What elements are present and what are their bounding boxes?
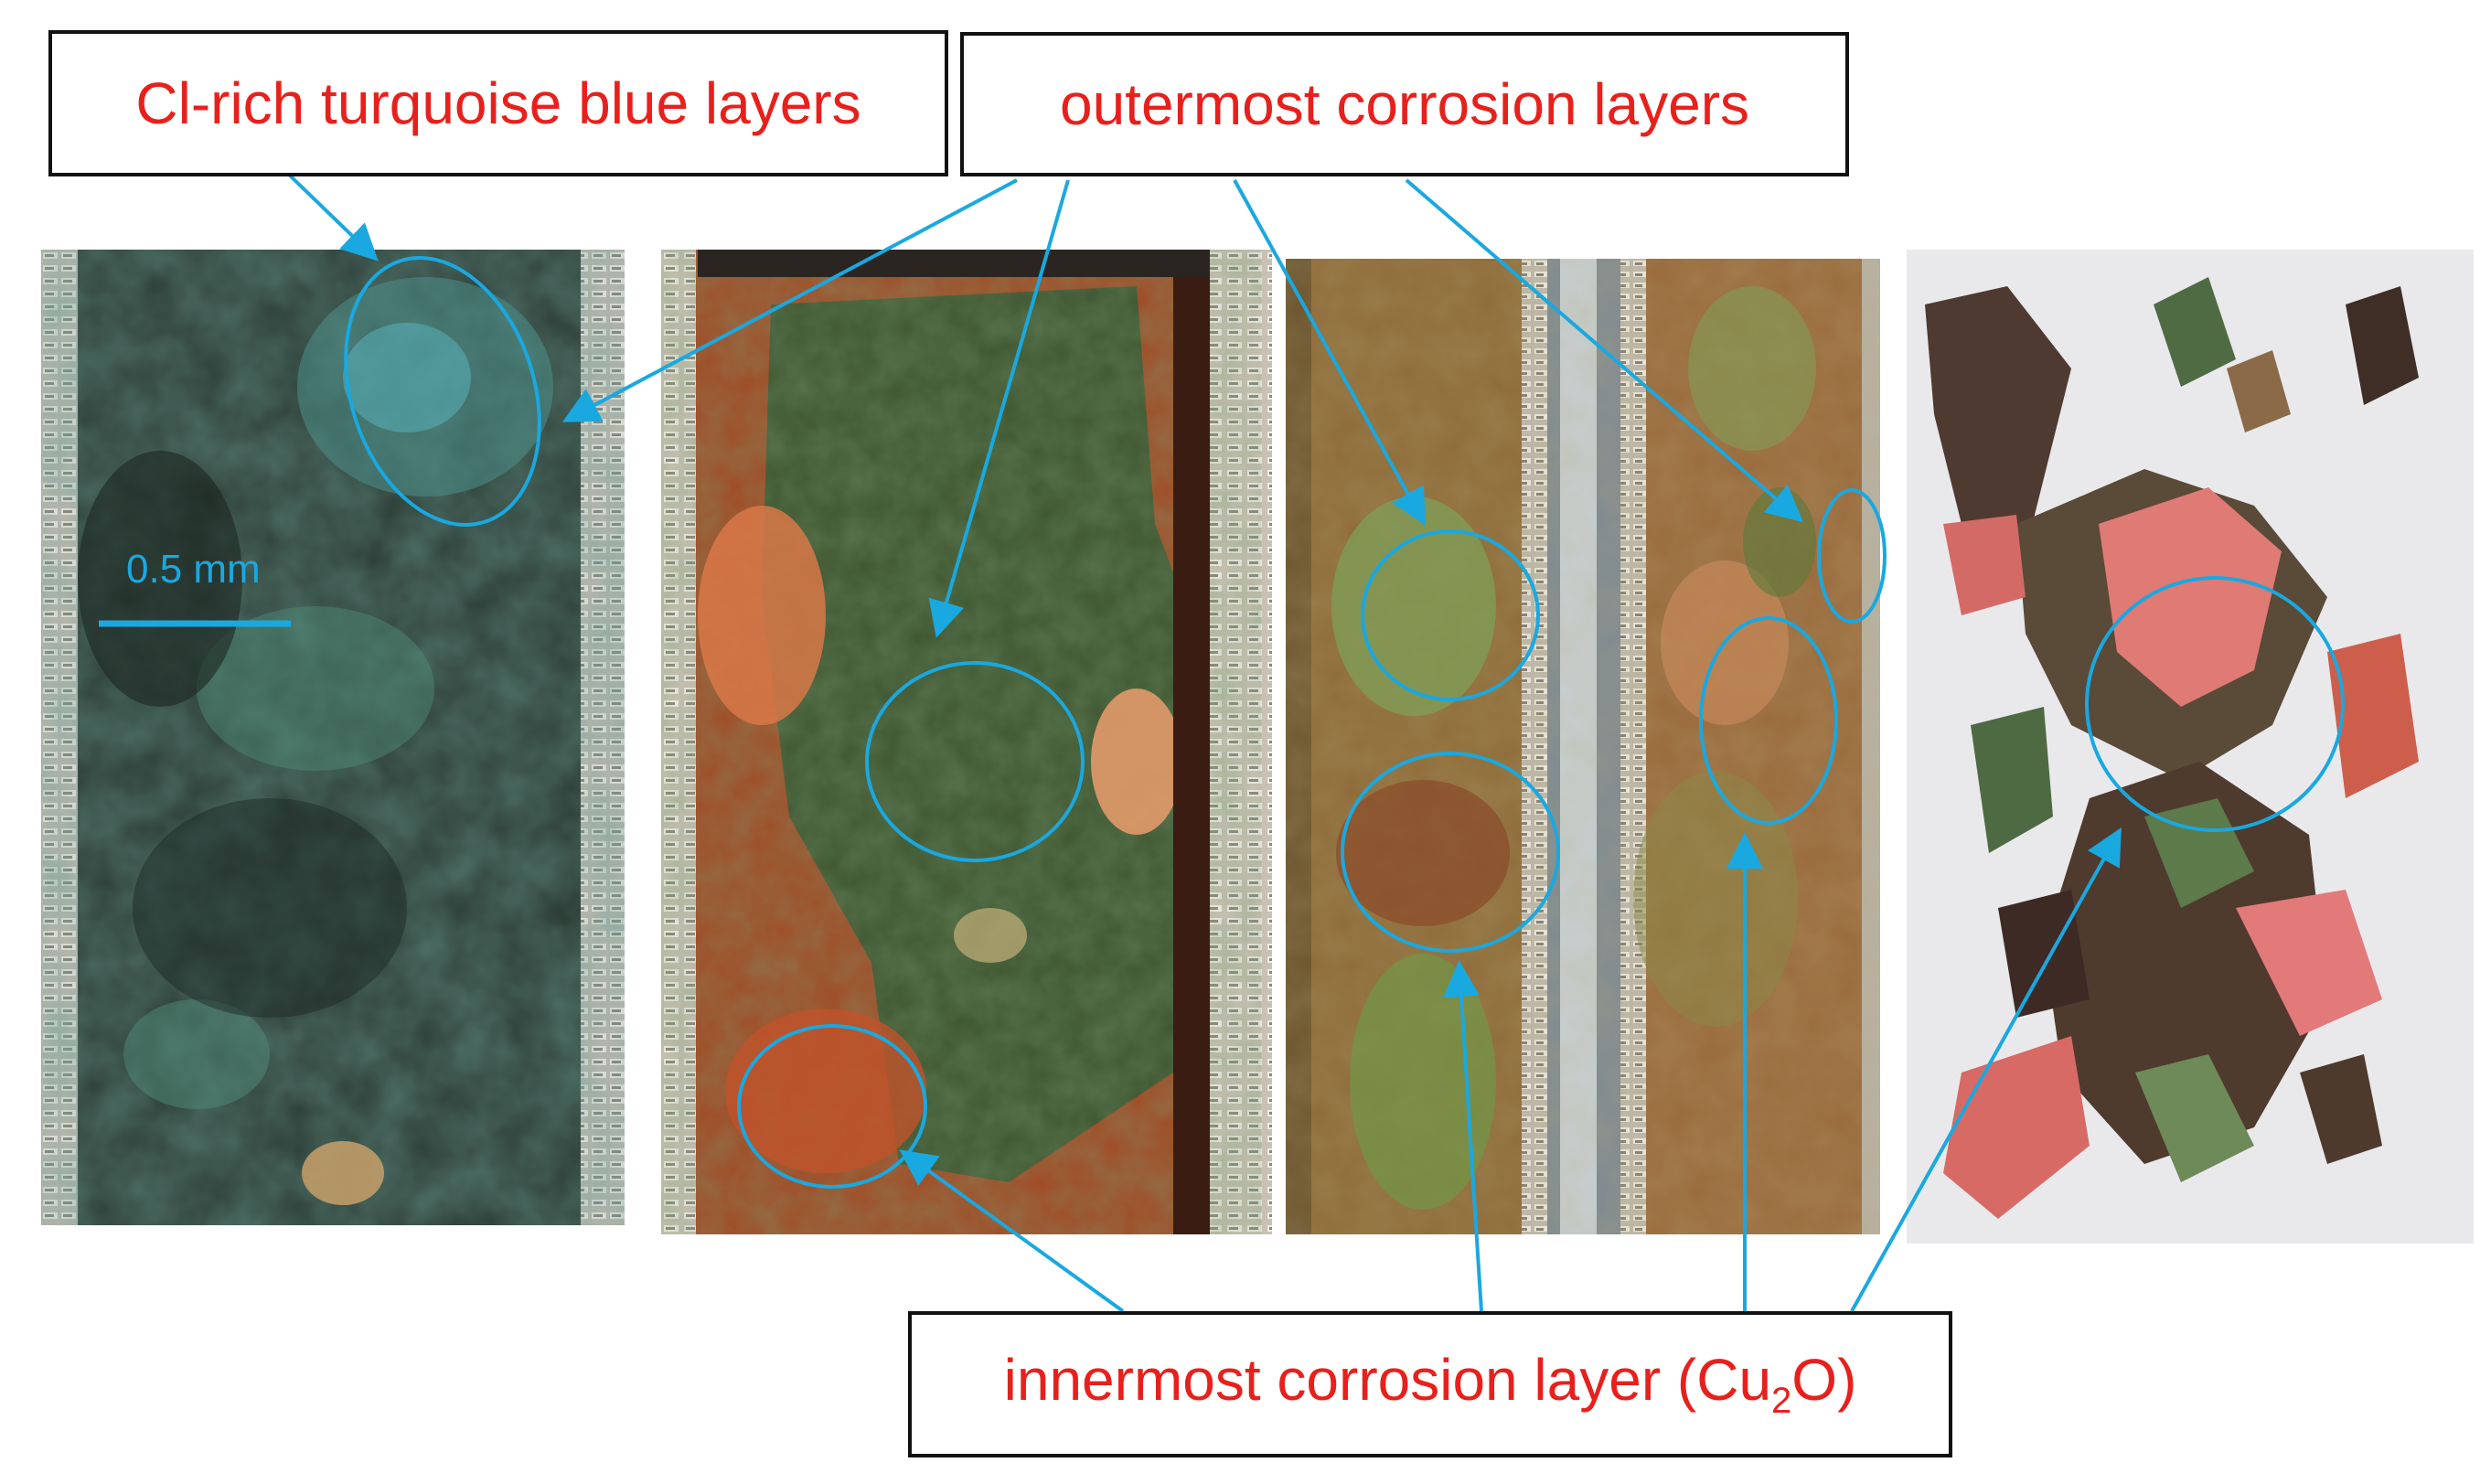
arrow-inner-2 <box>1443 960 1483 1312</box>
circle-panel3-right-green <box>1817 488 1887 624</box>
panel-1-image <box>41 250 625 1225</box>
label-innermost-text: innermost corrosion layer (Cu2O) <box>1004 1351 1857 1419</box>
arrow-outer-3 <box>1233 179 1426 527</box>
label-innermost-prefix: innermost corrosion layer (Cu <box>1003 1346 1772 1413</box>
arrow-inner-4 <box>1850 827 2122 1312</box>
label-innermost-suffix: O) <box>1791 1346 1857 1413</box>
panel-2-photo <box>661 250 1272 1234</box>
scale-bar-label: 0.5 mm <box>126 547 261 592</box>
circle-panel4 <box>2085 576 2345 832</box>
label-innermost: innermost corrosion layer (Cu2O) <box>908 1311 1952 1457</box>
circle-panel2-red <box>737 1024 927 1189</box>
panel-3-photo <box>1286 259 1880 1234</box>
circle-panel2-green <box>865 661 1085 862</box>
panel-1-photo <box>41 250 625 1225</box>
panel-2-image <box>661 250 1272 1234</box>
label-cl-rich: Cl-rich turquoise blue layers <box>48 30 948 176</box>
arrow-cl-rich <box>286 172 379 262</box>
circle-panel3-red <box>1341 752 1560 953</box>
circle-panel3-green <box>1361 529 1540 701</box>
label-outermost-text: outermost corrosion layers <box>1059 71 1750 137</box>
arrow-inner-1 <box>899 1149 1125 1313</box>
label-cl-rich-text: Cl-rich turquoise blue layers <box>135 70 861 136</box>
circle-panel3-right-red <box>1699 616 1838 825</box>
arrow-outer-2 <box>928 179 1070 638</box>
arrow-outer-1 <box>561 178 1018 422</box>
label-innermost-subscript: 2 <box>1771 1380 1792 1421</box>
arrow-outer-4 <box>1405 178 1804 523</box>
panel-3-image <box>1286 259 1880 1234</box>
circle-cl-rich <box>344 256 541 527</box>
label-outermost: outermost corrosion layers <box>960 32 1849 176</box>
